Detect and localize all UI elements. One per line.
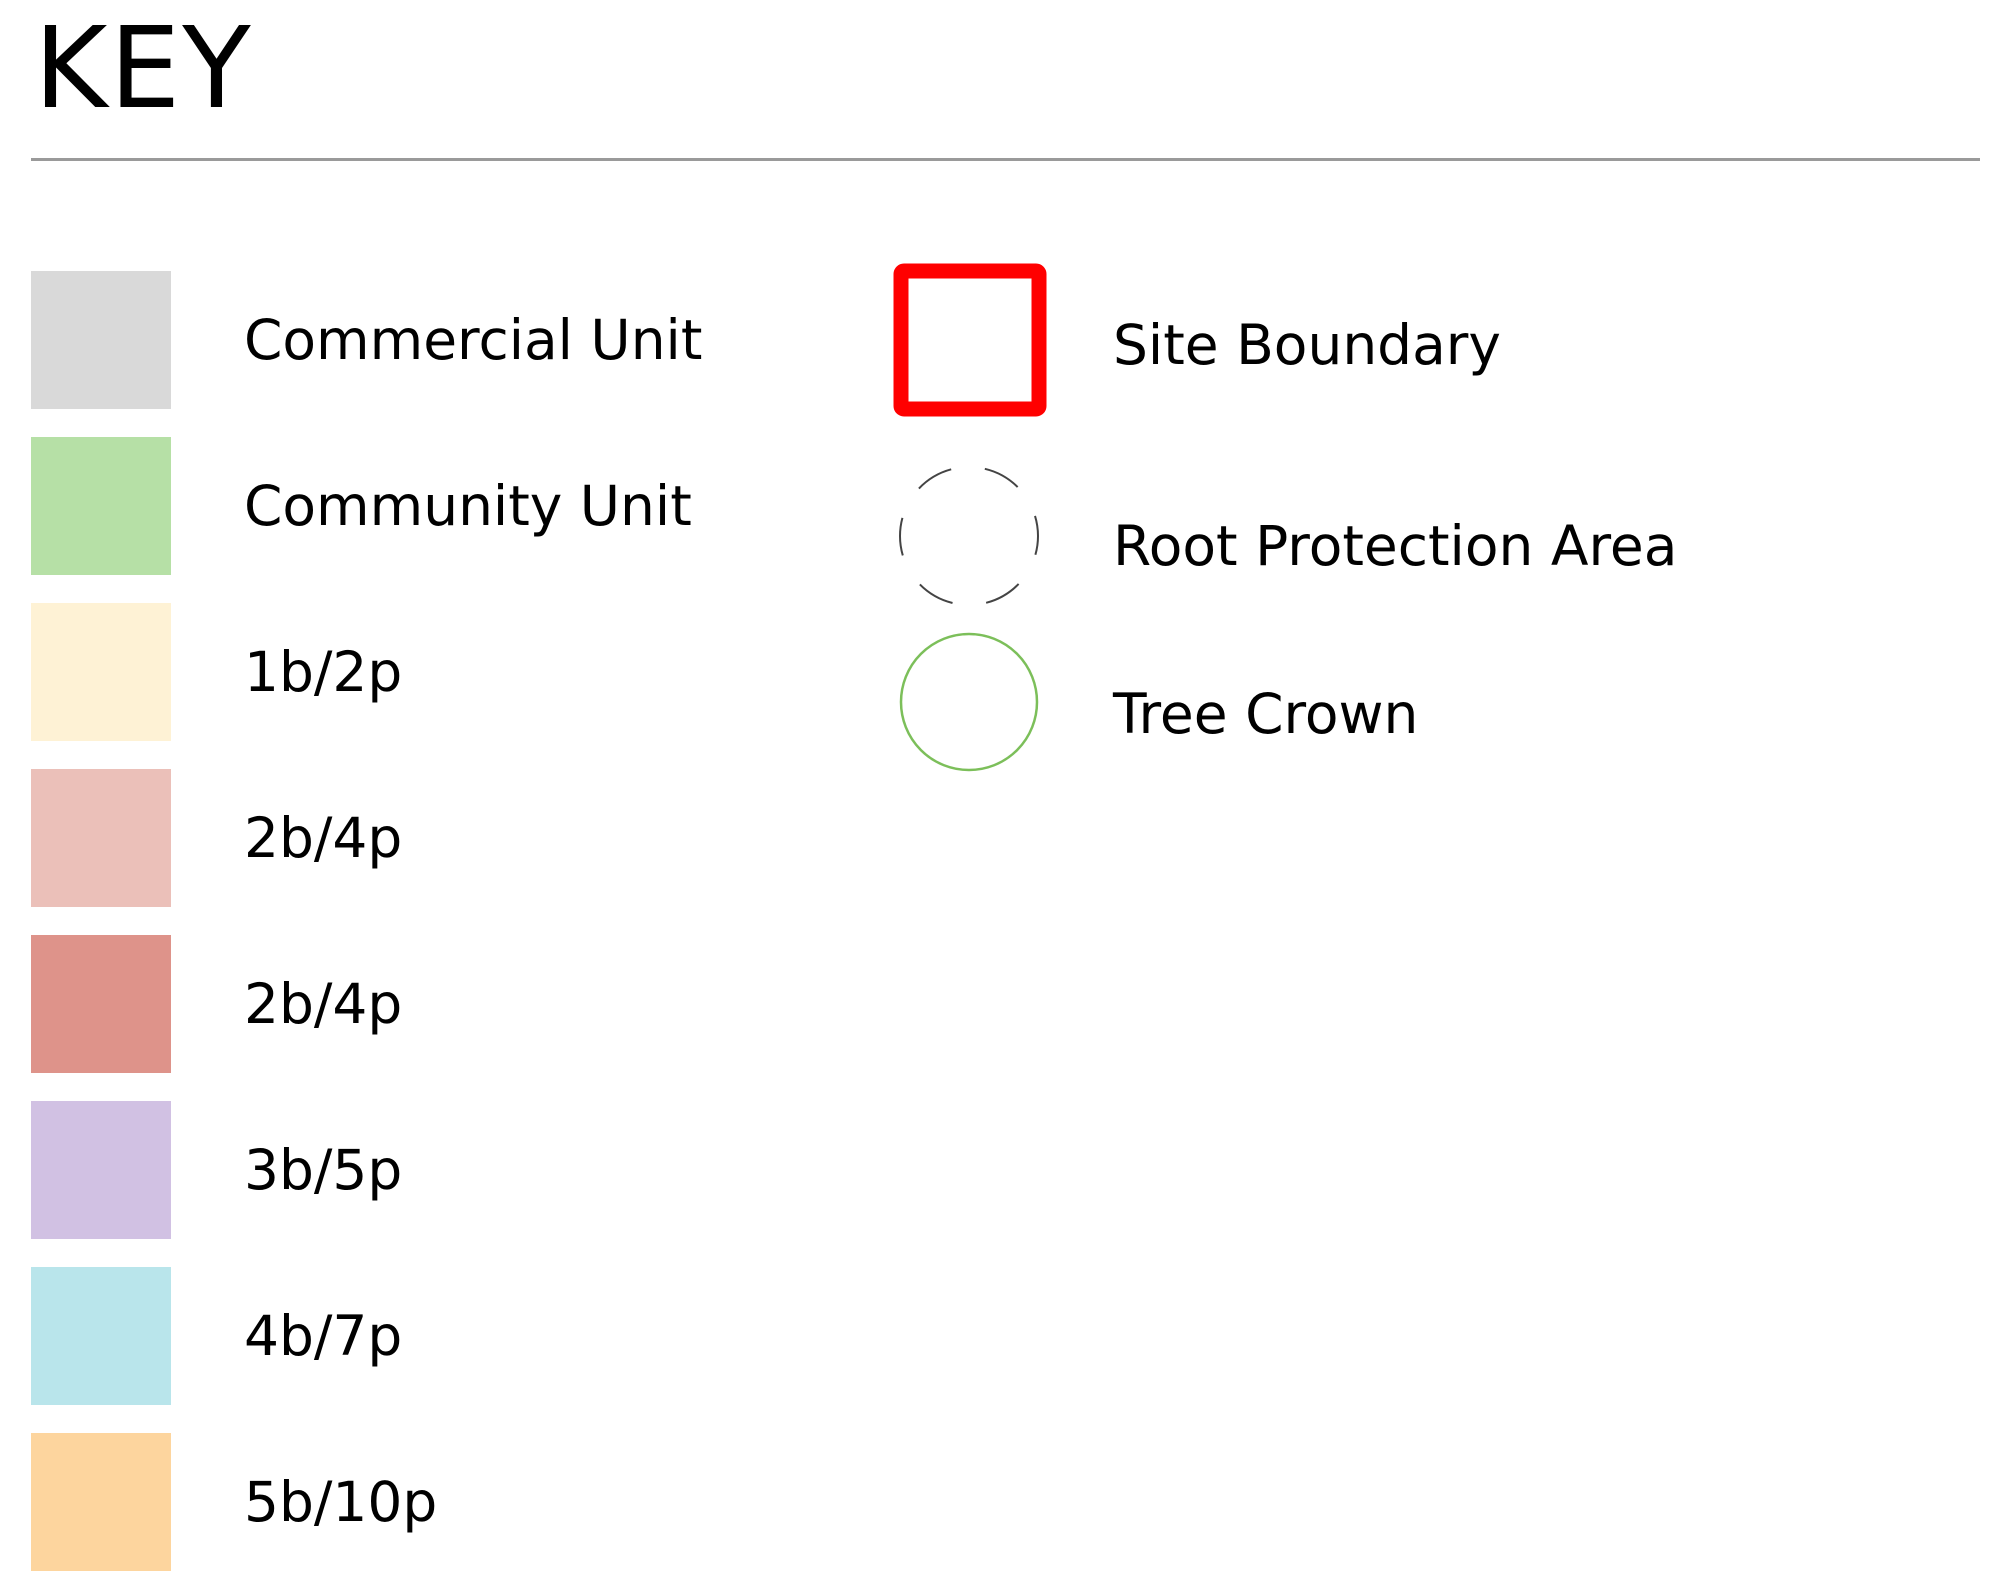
root-protection-area-icon: [899, 466, 1039, 606]
color-swatch: [31, 271, 171, 409]
legend-label: Community Unit: [244, 474, 692, 538]
legend-label: 2b/4p: [244, 806, 403, 870]
color-swatch: [31, 437, 171, 575]
legend-label: 2b/4p: [244, 972, 403, 1036]
legend-label: 4b/7p: [244, 1304, 403, 1368]
color-swatch: [31, 1101, 171, 1239]
color-swatch: [31, 935, 171, 1073]
title-divider: [31, 158, 1980, 161]
legend-item: 3b/5p: [31, 1101, 831, 1239]
color-swatch: [31, 1433, 171, 1571]
legend-item: 2b/4p: [31, 769, 831, 907]
tree-crown-icon: [899, 632, 1039, 772]
legend-item: Commercial Unit: [31, 271, 831, 409]
legend-label: 1b/2p: [244, 640, 403, 704]
key-title: KEY: [34, 4, 253, 134]
color-swatch: [31, 1267, 171, 1405]
root-protection-area-label: Root Protection Area: [1113, 514, 1678, 578]
legend-label: 5b/10p: [244, 1470, 438, 1534]
site-boundary-icon: [893, 263, 1047, 417]
tree-crown-label: Tree Crown: [1113, 682, 1419, 746]
color-swatch: [31, 603, 171, 741]
site-boundary-label: Site Boundary: [1113, 313, 1501, 377]
legend-label: 3b/5p: [244, 1138, 403, 1202]
legend-item: 5b/10p: [31, 1433, 831, 1571]
color-swatch: [31, 769, 171, 907]
legend-item: 1b/2p: [31, 603, 831, 741]
legend-label: Commercial Unit: [244, 308, 703, 372]
legend-item: 2b/4p: [31, 935, 831, 1073]
legend-item: 4b/7p: [31, 1267, 831, 1405]
legend-item: Community Unit: [31, 437, 831, 575]
